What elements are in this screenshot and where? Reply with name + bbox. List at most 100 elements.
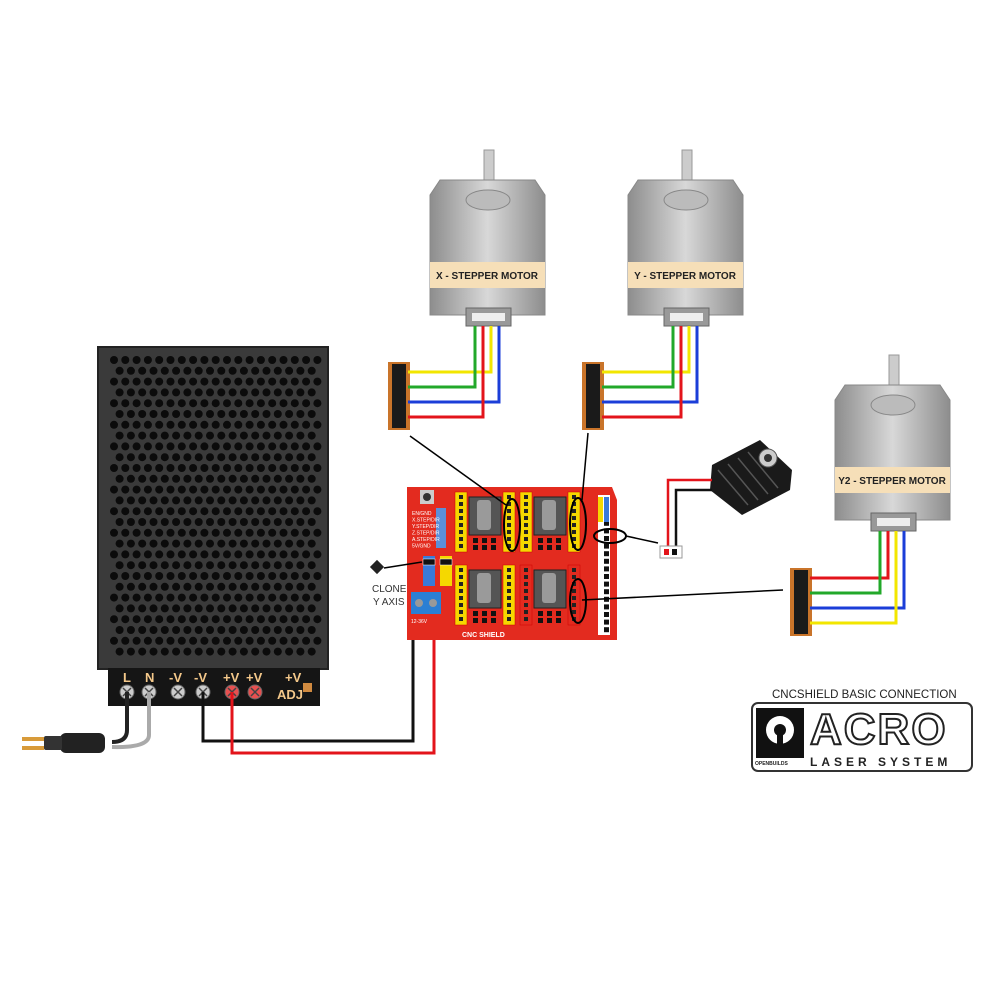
vent-hole [194, 496, 203, 505]
vent-hole [268, 636, 277, 645]
motor-connector[interactable] [586, 364, 600, 428]
vent-hole [234, 485, 243, 494]
power-terminal[interactable] [411, 592, 441, 614]
vent-hole [256, 464, 265, 472]
vent-hole [268, 377, 277, 386]
vent-hole [268, 593, 277, 602]
vent-hole [211, 377, 220, 386]
driver-slot-y[interactable] [519, 491, 581, 553]
vent-hole [279, 507, 288, 516]
shield-pin-label: Y.STEP/DIR [412, 524, 440, 530]
vent-hole [149, 604, 158, 613]
vent-hole [189, 399, 198, 408]
motor-socket [877, 518, 910, 526]
laser-connector[interactable] [659, 545, 683, 559]
vent-hole [126, 496, 135, 505]
jumper-1[interactable] [422, 558, 436, 566]
vent-hole [115, 453, 124, 462]
vent-hole [256, 636, 265, 645]
vent-hole [166, 356, 175, 364]
vent-hole [223, 507, 231, 516]
terminal-label: L [123, 670, 131, 685]
vent-hole [273, 431, 282, 440]
vent-hole [290, 615, 299, 624]
vent-hole [166, 593, 175, 602]
vent-hole [251, 539, 260, 548]
vent-hole [296, 518, 305, 526]
vent-hole [251, 626, 260, 634]
vent-hole [183, 647, 192, 656]
vent-hole [256, 507, 265, 516]
vent-hole [228, 410, 237, 418]
vent-hole [121, 442, 130, 451]
shield-pin-label: A.STEP/DIR [412, 537, 440, 543]
vent-hole [262, 388, 271, 397]
vent-hole [189, 485, 198, 494]
vent-hole [132, 572, 141, 580]
vent-hole [183, 474, 192, 483]
vent-hole [160, 604, 169, 613]
vent-hole [217, 388, 226, 397]
vent-hole [290, 507, 299, 516]
vent-hole [160, 410, 169, 418]
vent-hole [166, 615, 175, 624]
driver-slot-a[interactable] [519, 564, 581, 626]
vent-hole [149, 518, 158, 526]
vent-hole [256, 528, 265, 537]
pin-header[interactable] [436, 508, 446, 548]
terminal-label: N [145, 670, 154, 685]
vent-hole [228, 647, 237, 656]
vent-hole [285, 561, 294, 570]
vent-hole [245, 615, 254, 624]
vent-hole [234, 636, 243, 645]
vent-hole [268, 356, 277, 364]
vent-hole [234, 528, 243, 537]
vent-hole [262, 474, 271, 483]
motor-wire [408, 326, 485, 419]
vent-hole [279, 464, 288, 472]
vent-hole [149, 561, 158, 570]
vent-hole [239, 604, 248, 613]
driver-slot-z[interactable] [454, 564, 516, 626]
vent-hole [177, 572, 186, 580]
vent-hole [273, 496, 282, 505]
logo-maker: OPENBUILDS [755, 761, 788, 767]
vent-hole [307, 561, 316, 570]
vent-hole [200, 420, 209, 429]
vent-hole [285, 474, 294, 483]
motor-connector[interactable] [392, 364, 406, 428]
vent-hole [189, 507, 198, 516]
vent-hole [183, 561, 192, 570]
vent-hole [313, 442, 322, 451]
vent-hole [251, 388, 260, 397]
vent-hole [313, 572, 322, 580]
vent-hole [138, 539, 147, 548]
jumper-2[interactable] [439, 558, 453, 566]
vent-hole [313, 528, 322, 537]
vent-hole [206, 366, 214, 375]
vent-hole [138, 582, 147, 591]
vent-hole [223, 593, 231, 602]
vent-hole [307, 626, 316, 634]
vent-hole [183, 626, 192, 634]
vent-hole [172, 626, 181, 634]
vent-hole [302, 550, 311, 559]
vent-hole [206, 410, 214, 418]
driver-slot-x[interactable] [454, 491, 516, 553]
motor-wire [602, 326, 675, 389]
vent-hole [126, 518, 135, 526]
motor-label-band [835, 467, 950, 493]
vent-hole [290, 636, 299, 645]
vent-hole [200, 593, 209, 602]
adj-knob[interactable] [303, 683, 312, 692]
vent-hole [206, 431, 214, 440]
vent-hole [132, 507, 141, 516]
vent-hole [285, 453, 294, 462]
motor-wire [602, 326, 683, 419]
vent-hole [166, 636, 175, 645]
vent-hole [200, 507, 209, 516]
motor-wire [408, 326, 477, 389]
motor-connector[interactable] [794, 570, 808, 634]
vent-hole [121, 485, 130, 494]
vent-hole [177, 507, 186, 516]
